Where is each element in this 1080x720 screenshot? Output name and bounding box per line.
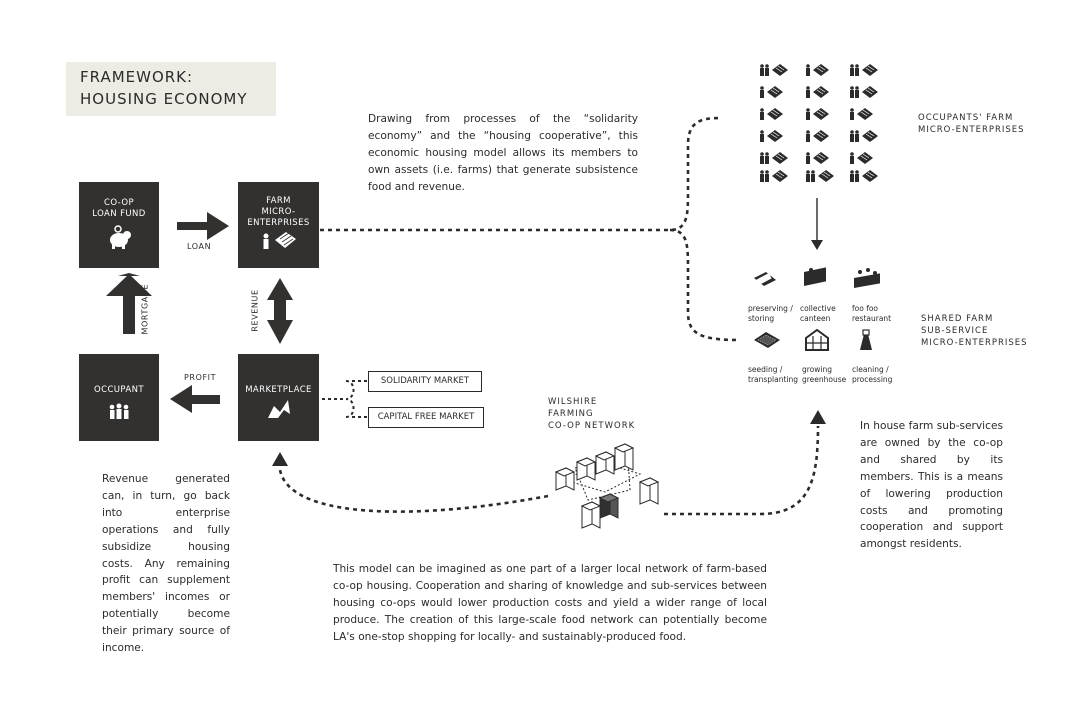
restaurant-icon [854,268,880,288]
farm-enterprise-icon [806,64,829,76]
shared-services-label: SHARED FARM SUB-SERVICE MICRO-ENTERPRISE… [921,314,1028,348]
farm-enterprise-icon [806,152,829,164]
market-bracket [322,380,368,418]
occupants-enterprises-label: OCCUPANTS' FARM MICRO-ENTERPRISES [918,113,1025,135]
seeding-icon [754,332,780,348]
service-label-canteen: collective canteen [800,304,836,323]
network-to-marketplace-arrowhead [272,452,288,466]
farm-enterprise-icon [850,170,878,182]
page-title-line-1: FRAMEWORK: [80,68,194,86]
network-label: WILSHIRE FARMING CO-OP NETWORK [548,397,636,431]
farm-enterprise-icon [806,86,829,98]
page-title-line-2: HOUSING ECONOMY [80,90,248,108]
farm-enterprise-icon [850,152,873,164]
people-icon [109,403,129,419]
network-to-shared-arrowhead [810,410,826,424]
loan-arrow [177,212,229,240]
farm-enterprise-icon [760,108,783,120]
farm-enterprise-icon [806,108,829,120]
profit-arrow [170,385,220,413]
service-label-greenhouse: growing greenhouse [802,365,847,384]
profit-label: PROFIT [184,373,217,382]
subservice-paragraph: In house farm sub-services are owned by … [860,420,1003,551]
intro-paragraph: Drawing from processes of the “solidarit… [368,113,638,193]
farm-enterprises-label: FARM MICRO- ENTERPRISES [247,196,310,228]
title-block: FRAMEWORK: HOUSING ECONOMY [66,62,276,116]
network-to-marketplace-line [278,469,549,513]
farm-enterprise-icon [760,170,788,182]
network-paragraph: This model can be imagined as one part o… [333,563,767,643]
greenhouse-icon [805,328,829,351]
farm-enterprise-icon [806,130,829,142]
farm-enterprise-icon [760,86,783,98]
solidarity-market-box: SOLIDARITY MARKET [368,371,482,392]
farm-enterprise-icon [850,86,878,98]
loan-label: LOAN [187,242,212,251]
mortgage-arrow [106,273,152,334]
farm-enterprise-icon [850,108,873,120]
canteen-icon [804,267,826,286]
cleaning-icon [860,329,872,350]
preserving-icon [754,272,776,286]
farm-enterprise-icon [850,130,878,142]
shared-services-grid: preserving / storing collective canteen … [748,266,918,396]
farm-enterprise-icon [850,64,878,76]
farm-enterprise-icon [760,64,788,76]
service-label-seeding: seeding / transplanting [748,365,799,384]
network-diagram-icon [554,443,660,529]
service-label-cleaning: cleaning / processing [852,365,893,384]
farm-enterprise-icon [760,152,788,164]
farm-enterprise-icon [760,130,783,142]
farmer-icon [263,232,296,249]
service-label-preserving: preserving / storing [748,304,793,323]
piggy-bank-icon [110,225,131,249]
occupant-label: OCCUPANT [94,385,144,395]
loan-fund-label: CO-OP LOAN FUND [92,198,146,219]
growth-chart-icon [268,400,290,418]
loan-fund-box: CO-OP LOAN FUND [79,182,159,268]
marketplace-label: MARKETPLACE [245,385,312,395]
revenue-arrow [267,278,293,344]
revenue-paragraph: Revenue generated can, in turn, go back … [102,473,230,655]
occupants-to-shared-arrow [811,198,823,250]
capital-free-market-box: CAPITAL FREE MARKET [368,407,484,428]
service-label-restaurant: foo foo restaurant [852,304,892,323]
occupant-box: OCCUPANT [79,354,159,441]
farm-to-shared-line [669,228,741,342]
marketplace-box: MARKETPLACE [238,354,319,441]
farm-enterprises-box: FARM MICRO- ENTERPRISES [238,182,319,268]
farm-enterprise-icon [806,170,834,182]
